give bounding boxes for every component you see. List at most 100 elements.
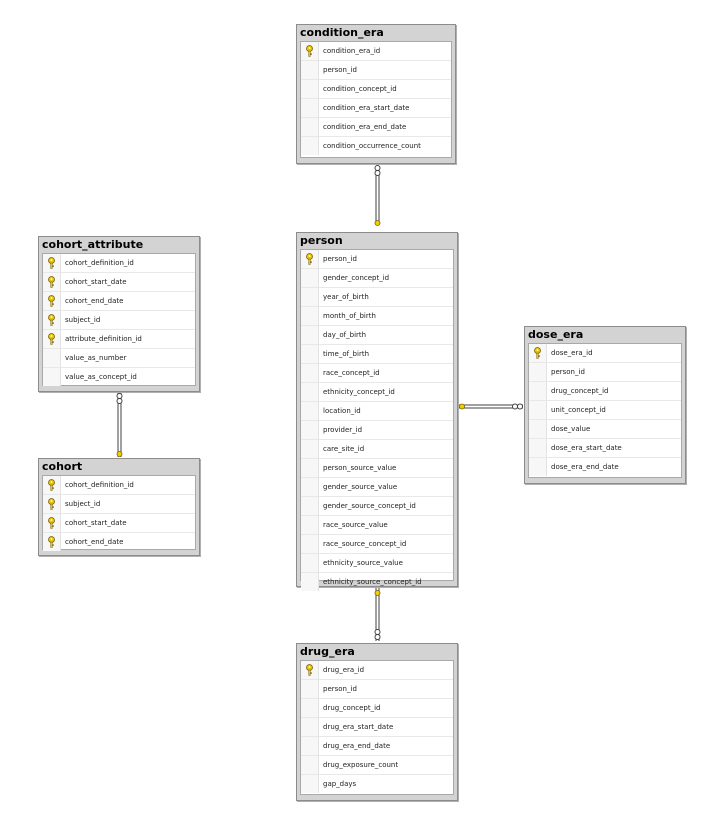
row-selector <box>301 269 319 287</box>
column-row[interactable]: drug_concept_id <box>301 699 453 718</box>
column-row[interactable]: drug_era_end_date <box>301 737 453 756</box>
row-selector <box>301 497 319 515</box>
column-row[interactable]: care_site_id <box>301 440 453 459</box>
column-row[interactable]: drug_concept_id <box>529 382 681 401</box>
column-name: drug_concept_id <box>551 387 609 395</box>
column-row[interactable]: ethnicity_source_value <box>301 554 453 573</box>
relationship-cohort-attribute-cohort[interactable] <box>116 393 123 457</box>
column-row[interactable]: month_of_birth <box>301 307 453 326</box>
column-row[interactable]: subject_id <box>43 311 195 330</box>
column-row[interactable]: drug_exposure_count <box>301 756 453 775</box>
column-name: provider_id <box>323 426 363 434</box>
column-row[interactable]: condition_era_end_date <box>301 118 451 137</box>
column-row[interactable]: dose_value <box>529 420 681 439</box>
column-name: dose_value <box>551 425 591 433</box>
column-name: condition_era_start_date <box>323 104 410 112</box>
column-name: gender_source_concept_id <box>323 502 416 510</box>
row-selector <box>43 273 61 291</box>
relationship-drug-era-person[interactable] <box>374 588 381 641</box>
column-name: condition_era_end_date <box>323 123 407 131</box>
column-row[interactable]: person_id <box>301 250 453 269</box>
row-selector <box>301 307 319 325</box>
column-row[interactable]: attribute_definition_id <box>43 330 195 349</box>
column-row[interactable]: gender_concept_id <box>301 269 453 288</box>
column-row[interactable]: cohort_definition_id <box>43 476 195 495</box>
column-row[interactable]: ethnicity_source_concept_id <box>301 573 453 591</box>
column-row[interactable]: person_source_value <box>301 459 453 478</box>
relationship-dose-era-person[interactable] <box>458 403 523 410</box>
column-row[interactable]: cohort_start_date <box>43 514 195 533</box>
column-row[interactable]: race_source_concept_id <box>301 535 453 554</box>
column-row[interactable]: dose_era_start_date <box>529 439 681 458</box>
column-name: subject_id <box>65 316 101 324</box>
column-name: cohort_start_date <box>65 278 127 286</box>
column-row[interactable]: cohort_end_date <box>43 533 195 551</box>
column-row[interactable]: drug_era_id <box>301 661 453 680</box>
row-selector <box>301 61 319 79</box>
column-row[interactable]: person_id <box>301 61 451 80</box>
primary-key-icon <box>306 253 313 265</box>
column-row[interactable]: year_of_birth <box>301 288 453 307</box>
row-selector <box>529 382 547 400</box>
column-row[interactable]: unit_concept_id <box>529 401 681 420</box>
row-selector <box>301 680 319 698</box>
column-row[interactable]: subject_id <box>43 495 195 514</box>
row-selector <box>301 573 319 591</box>
row-selector <box>301 737 319 755</box>
table-title: cohort <box>42 460 83 473</box>
column-row[interactable]: provider_id <box>301 421 453 440</box>
column-name: cohort_end_date <box>65 297 124 305</box>
column-row[interactable]: person_id <box>301 680 453 699</box>
row-selector <box>301 42 319 60</box>
column-row[interactable]: dose_era_end_date <box>529 458 681 476</box>
column-row[interactable]: condition_occurrence_count <box>301 137 451 155</box>
relationship-condition-era-person[interactable] <box>374 165 381 226</box>
column-row[interactable]: race_source_value <box>301 516 453 535</box>
primary-key-icon <box>48 479 55 491</box>
row-selector <box>43 495 61 513</box>
column-row[interactable]: day_of_birth <box>301 326 453 345</box>
column-row[interactable]: gender_source_concept_id <box>301 497 453 516</box>
column-name: drug_era_start_date <box>323 723 394 731</box>
column-row[interactable]: condition_era_id <box>301 42 451 61</box>
column-row[interactable]: cohort_definition_id <box>43 254 195 273</box>
column-row[interactable]: value_as_concept_id <box>43 368 195 386</box>
column-row[interactable]: time_of_birth <box>301 345 453 364</box>
column-name: gender_concept_id <box>323 274 390 282</box>
column-row[interactable]: location_id <box>301 402 453 421</box>
column-row[interactable]: condition_concept_id <box>301 80 451 99</box>
row-selector <box>529 344 547 362</box>
row-selector <box>43 330 61 348</box>
row-selector <box>529 420 547 438</box>
column-row[interactable]: gender_source_value <box>301 478 453 497</box>
column-row[interactable]: person_id <box>529 363 681 382</box>
column-row[interactable]: race_concept_id <box>301 364 453 383</box>
table-title: drug_era <box>300 645 355 658</box>
column-name: person_id <box>551 368 585 376</box>
row-selector <box>301 364 319 382</box>
column-row[interactable]: cohort_start_date <box>43 273 195 292</box>
row-selector <box>43 292 61 310</box>
column-row[interactable]: cohort_end_date <box>43 292 195 311</box>
column-row[interactable]: drug_era_start_date <box>301 718 453 737</box>
table-title: cohort_attribute <box>42 238 144 251</box>
column-row[interactable]: condition_era_start_date <box>301 99 451 118</box>
column-row[interactable]: dose_era_id <box>529 344 681 363</box>
column-row[interactable]: value_as_number <box>43 349 195 368</box>
column-list: dose_era_id person_id drug_concept_id unit_… <box>528 343 682 478</box>
row-selector <box>301 756 319 774</box>
row-selector <box>301 661 319 679</box>
column-row[interactable]: ethnicity_concept_id <box>301 383 453 402</box>
column-name: gender_source_value <box>323 483 398 491</box>
column-row[interactable]: gap_days <box>301 775 453 793</box>
column-name: time_of_birth <box>323 350 370 358</box>
